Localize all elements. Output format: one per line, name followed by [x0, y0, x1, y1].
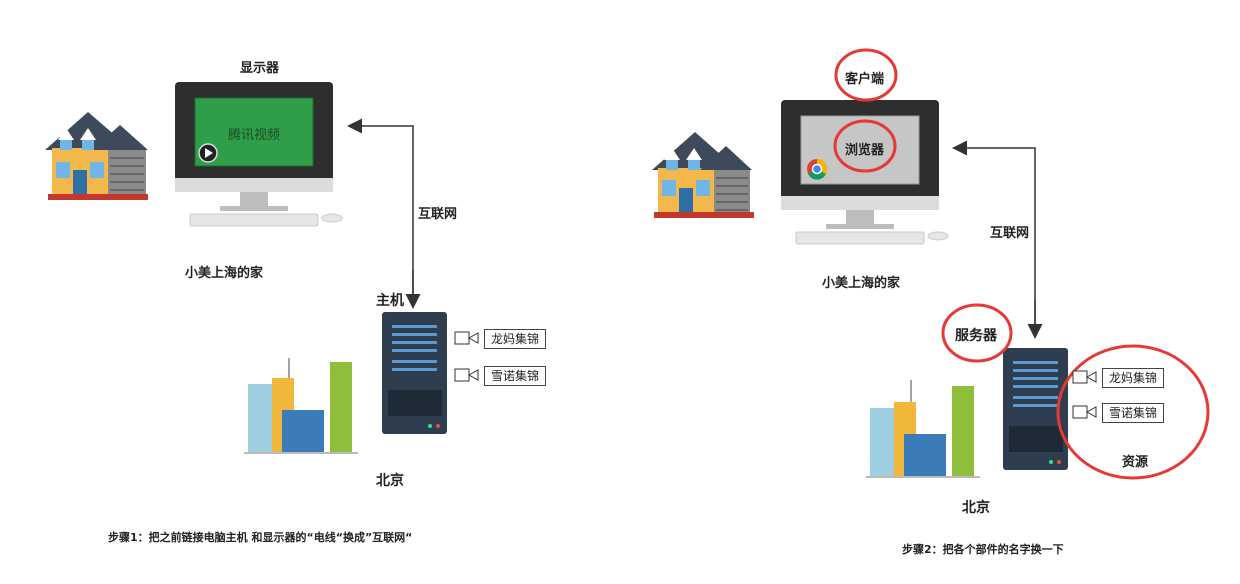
server-icon-2: [1003, 348, 1068, 470]
video-camera-icon: [1072, 369, 1098, 389]
step-1-caption: 步骤1：把之前链接电脑主机 和显示器的“电线“换成”互联网“: [108, 531, 413, 544]
internet-connection-arrow-2: [952, 140, 1043, 339]
city-icon-2: [866, 380, 980, 478]
internet-connection-arrow: [347, 118, 421, 309]
step-2-caption: 步骤2：把各个部件的名字换一下: [902, 543, 1064, 556]
video-camera-icon: [1072, 404, 1098, 424]
resource-item[interactable]: 龙妈集锦: [1102, 368, 1165, 388]
city-icon: [244, 358, 358, 454]
mouse-icon-2: [927, 231, 949, 241]
house-icon: [45, 112, 148, 200]
mouse-icon: [321, 213, 343, 223]
play-icon: [198, 143, 218, 163]
client-highlight-circle: [834, 48, 898, 102]
browser-label: 浏览器: [845, 143, 885, 158]
host-label: 主机: [376, 293, 404, 309]
home-label: 小美上海的家: [185, 266, 264, 281]
monitor-icon: [175, 82, 333, 211]
resource-item[interactable]: 雪诺集锦: [484, 366, 547, 386]
resources-highlight-circle: [1056, 344, 1210, 480]
monitor-icon-2: [781, 100, 939, 229]
video-camera-icon: [454, 330, 480, 350]
keyboard-icon-2: [795, 231, 925, 245]
city-label: 北京: [376, 473, 404, 489]
server-icon: [382, 312, 447, 434]
resources-label: 资源: [1122, 455, 1149, 470]
city-label-2: 北京: [962, 500, 990, 516]
monitor-label: 显示器: [240, 61, 280, 76]
internet-label: 互联网: [418, 207, 458, 222]
browser-highlight-circle: [833, 119, 897, 173]
client-label: 客户端: [845, 72, 885, 87]
house-icon-2: [652, 132, 754, 218]
resource-item[interactable]: 龙妈集锦: [484, 329, 547, 349]
internet-label-2: 互联网: [990, 226, 1030, 241]
screen-text: 腾讯视频: [228, 128, 281, 143]
resource-item[interactable]: 雪诺集锦: [1102, 403, 1165, 423]
browser-icon: [807, 158, 828, 180]
server-label: 服务器: [955, 328, 997, 344]
home-label-2: 小美上海的家: [822, 276, 901, 291]
video-camera-icon: [454, 367, 480, 387]
server-highlight-circle: [941, 303, 1013, 363]
keyboard-icon: [189, 213, 319, 227]
